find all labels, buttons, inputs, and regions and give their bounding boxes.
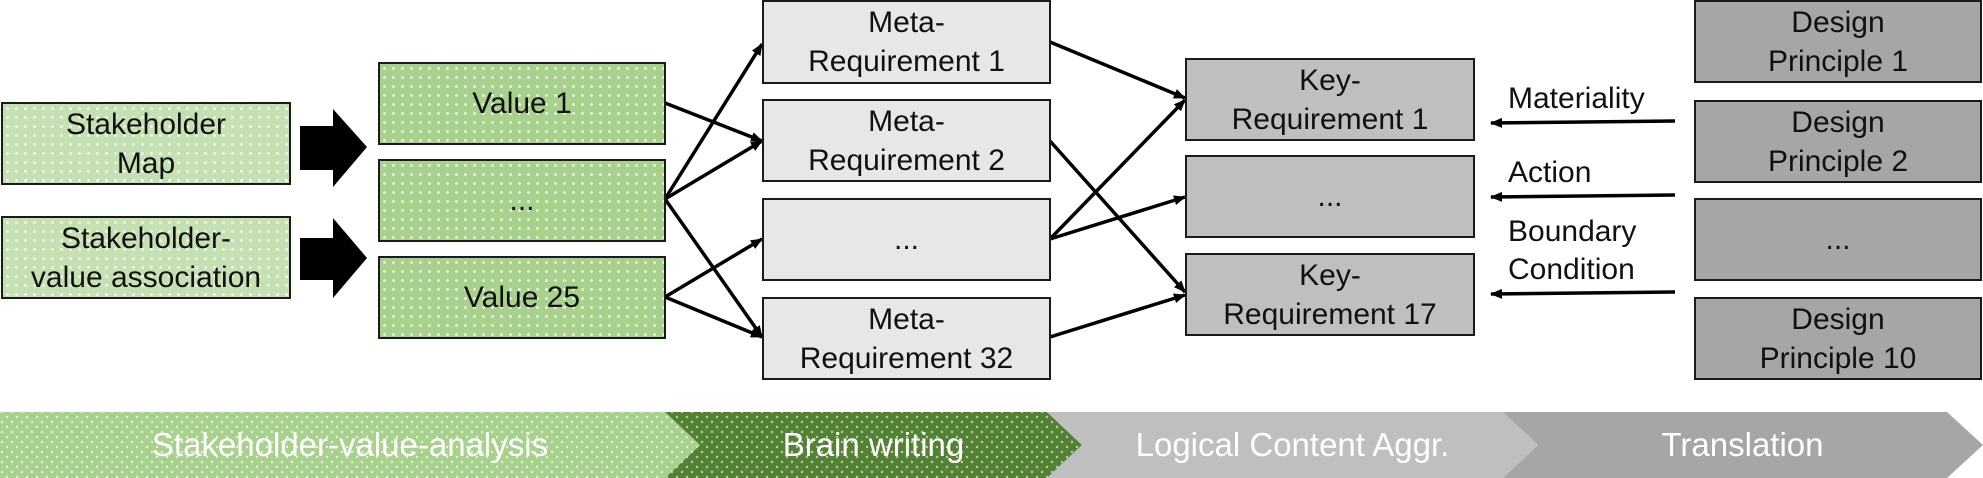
phase-label-brain-writing: Brain writing bbox=[782, 426, 965, 463]
meta-requirement-label-ellipsis: ... bbox=[893, 223, 919, 256]
connector-meta1-key1 bbox=[1049, 40, 1186, 100]
value-label-ellipsis: ... bbox=[509, 184, 535, 217]
value-label-1: Value 1 bbox=[472, 87, 572, 120]
translation-label-action: Action bbox=[1508, 156, 1592, 189]
translation-label-boundary-condition: Boundary Condition bbox=[1508, 215, 1637, 286]
key-requirement-label-ellipsis: ... bbox=[1317, 180, 1343, 213]
connector-valuedots-meta1 bbox=[663, 43, 764, 200]
phase-label-stakeholder-value-analysis: Stakeholder-value-analysis bbox=[151, 426, 549, 463]
design-principle-label-10: Design Principle 10 bbox=[1759, 302, 1917, 375]
key-requirement-label-17: Key- Requirement 17 bbox=[1223, 258, 1437, 331]
block-arrow-stakeholder-value-association bbox=[300, 218, 367, 298]
connector-metadots-key1 bbox=[1048, 98, 1187, 241]
design-principle-label-ellipsis: ... bbox=[1825, 223, 1851, 256]
design-principle-label-1: Design Principle 1 bbox=[1767, 5, 1909, 78]
connector-valuedots-meta2 bbox=[664, 139, 763, 201]
connector-layer bbox=[300, 40, 1676, 339]
key-requirement-box-17: Key- Requirement 17 bbox=[1185, 253, 1475, 336]
meta-requirement-label-32: Meta- Requirement 32 bbox=[799, 302, 1014, 375]
stakeholder-value-association-label: Stakeholder- value association bbox=[30, 221, 262, 294]
value-box-ellipsis: ... bbox=[378, 159, 666, 242]
connector-value25-metadots bbox=[664, 237, 763, 299]
stakeholder-value-association-box: Stakeholder- value association bbox=[1, 216, 291, 299]
phase-chevron-stakeholder-value-analysis bbox=[0, 412, 700, 478]
phase-chevron-brain-writing bbox=[665, 412, 1082, 478]
block-arrow-stakeholder-map bbox=[300, 109, 367, 187]
phase-chevron-translation bbox=[1503, 412, 1983, 478]
meta-requirement-box-32: Meta- Requirement 32 bbox=[762, 297, 1051, 380]
meta-requirement-label-1: Meta- Requirement 1 bbox=[808, 6, 1005, 78]
meta-requirement-box-1: Meta- Requirement 1 bbox=[762, 0, 1051, 84]
connector-value25-meta32 bbox=[664, 295, 763, 339]
stakeholder-map-box: Stakeholder Map bbox=[1, 102, 291, 185]
translation-label-materiality: Materiality bbox=[1508, 82, 1645, 115]
connector-metadots-keydots bbox=[1049, 195, 1186, 241]
phase-chevron-logical-content-aggr bbox=[1047, 412, 1538, 478]
stakeholder-map-label: Stakeholder Map bbox=[65, 107, 227, 180]
design-principle-label-2: Design Principle 2 bbox=[1767, 105, 1909, 178]
meta-requirement-label-2: Meta- Requirement 2 bbox=[808, 104, 1005, 177]
connector-meta32-key17 bbox=[1049, 293, 1186, 339]
meta-requirement-box-2: Meta- Requirement 2 bbox=[762, 99, 1051, 182]
value-box-25: Value 25 bbox=[378, 256, 666, 339]
phase-label-logical-content-aggr: Logical Content Aggr. bbox=[1135, 426, 1450, 463]
connector-dp10-key17 bbox=[1490, 288, 1676, 299]
value-label-25: Value 25 bbox=[463, 281, 581, 314]
design-principle-box-ellipsis: ... bbox=[1694, 198, 1982, 281]
connector-dp2-key1 bbox=[1490, 117, 1676, 128]
phase-label-translation: Translation bbox=[1661, 426, 1824, 463]
design-principle-box-2: Design Principle 2 bbox=[1694, 100, 1982, 183]
design-principle-box-10: Design Principle 10 bbox=[1694, 297, 1982, 380]
key-requirement-box-ellipsis: ... bbox=[1185, 155, 1475, 238]
key-requirement-box-1: Key- Requirement 1 bbox=[1185, 58, 1475, 141]
meta-requirement-box-ellipsis: ... bbox=[762, 198, 1051, 281]
value-box-1: Value 1 bbox=[378, 62, 666, 145]
key-requirement-label-1: Key- Requirement 1 bbox=[1231, 63, 1429, 136]
design-principle-box-1: Design Principle 1 bbox=[1694, 0, 1982, 83]
connector-dpdots-keydots bbox=[1490, 191, 1676, 202]
